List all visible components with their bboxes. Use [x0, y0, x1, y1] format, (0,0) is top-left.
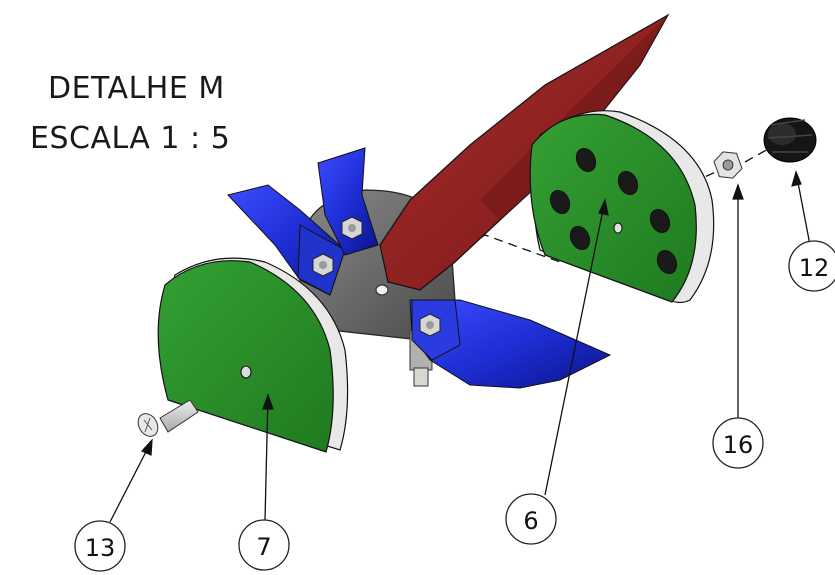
plate-right — [529, 110, 715, 304]
nut — [713, 151, 743, 179]
balloon-12-label: 12 — [799, 254, 830, 282]
balloon-6-label: 6 — [523, 507, 538, 535]
balloon-12: 12 — [788, 170, 835, 292]
balloon-16-label: 16 — [723, 431, 754, 459]
balloon-13-label: 13 — [85, 534, 116, 562]
balloon-7: 7 — [238, 393, 290, 571]
detail-scale: ESCALA 1 : 5 — [30, 121, 230, 156]
balloon-12-circle — [788, 240, 835, 292]
balloon-16-circle — [712, 417, 764, 469]
plate-left-hole — [240, 365, 252, 379]
plate-right-holes — [549, 147, 678, 275]
balloon-13: 13 — [74, 438, 153, 572]
screw — [137, 399, 199, 437]
balloon-7-label: 7 — [256, 533, 271, 561]
balloon-13-circle — [74, 520, 126, 572]
balloon-16: 16 — [712, 183, 764, 469]
detail-title: DETALHE M — [48, 71, 225, 106]
blade-upper — [317, 147, 379, 256]
balloon-6: 6 — [505, 198, 609, 545]
balloon-7-circle — [238, 519, 290, 571]
plate-left — [157, 257, 349, 453]
balloon-6-circle — [505, 493, 557, 545]
blade-lower-right — [409, 299, 612, 389]
end-cap — [763, 117, 817, 163]
